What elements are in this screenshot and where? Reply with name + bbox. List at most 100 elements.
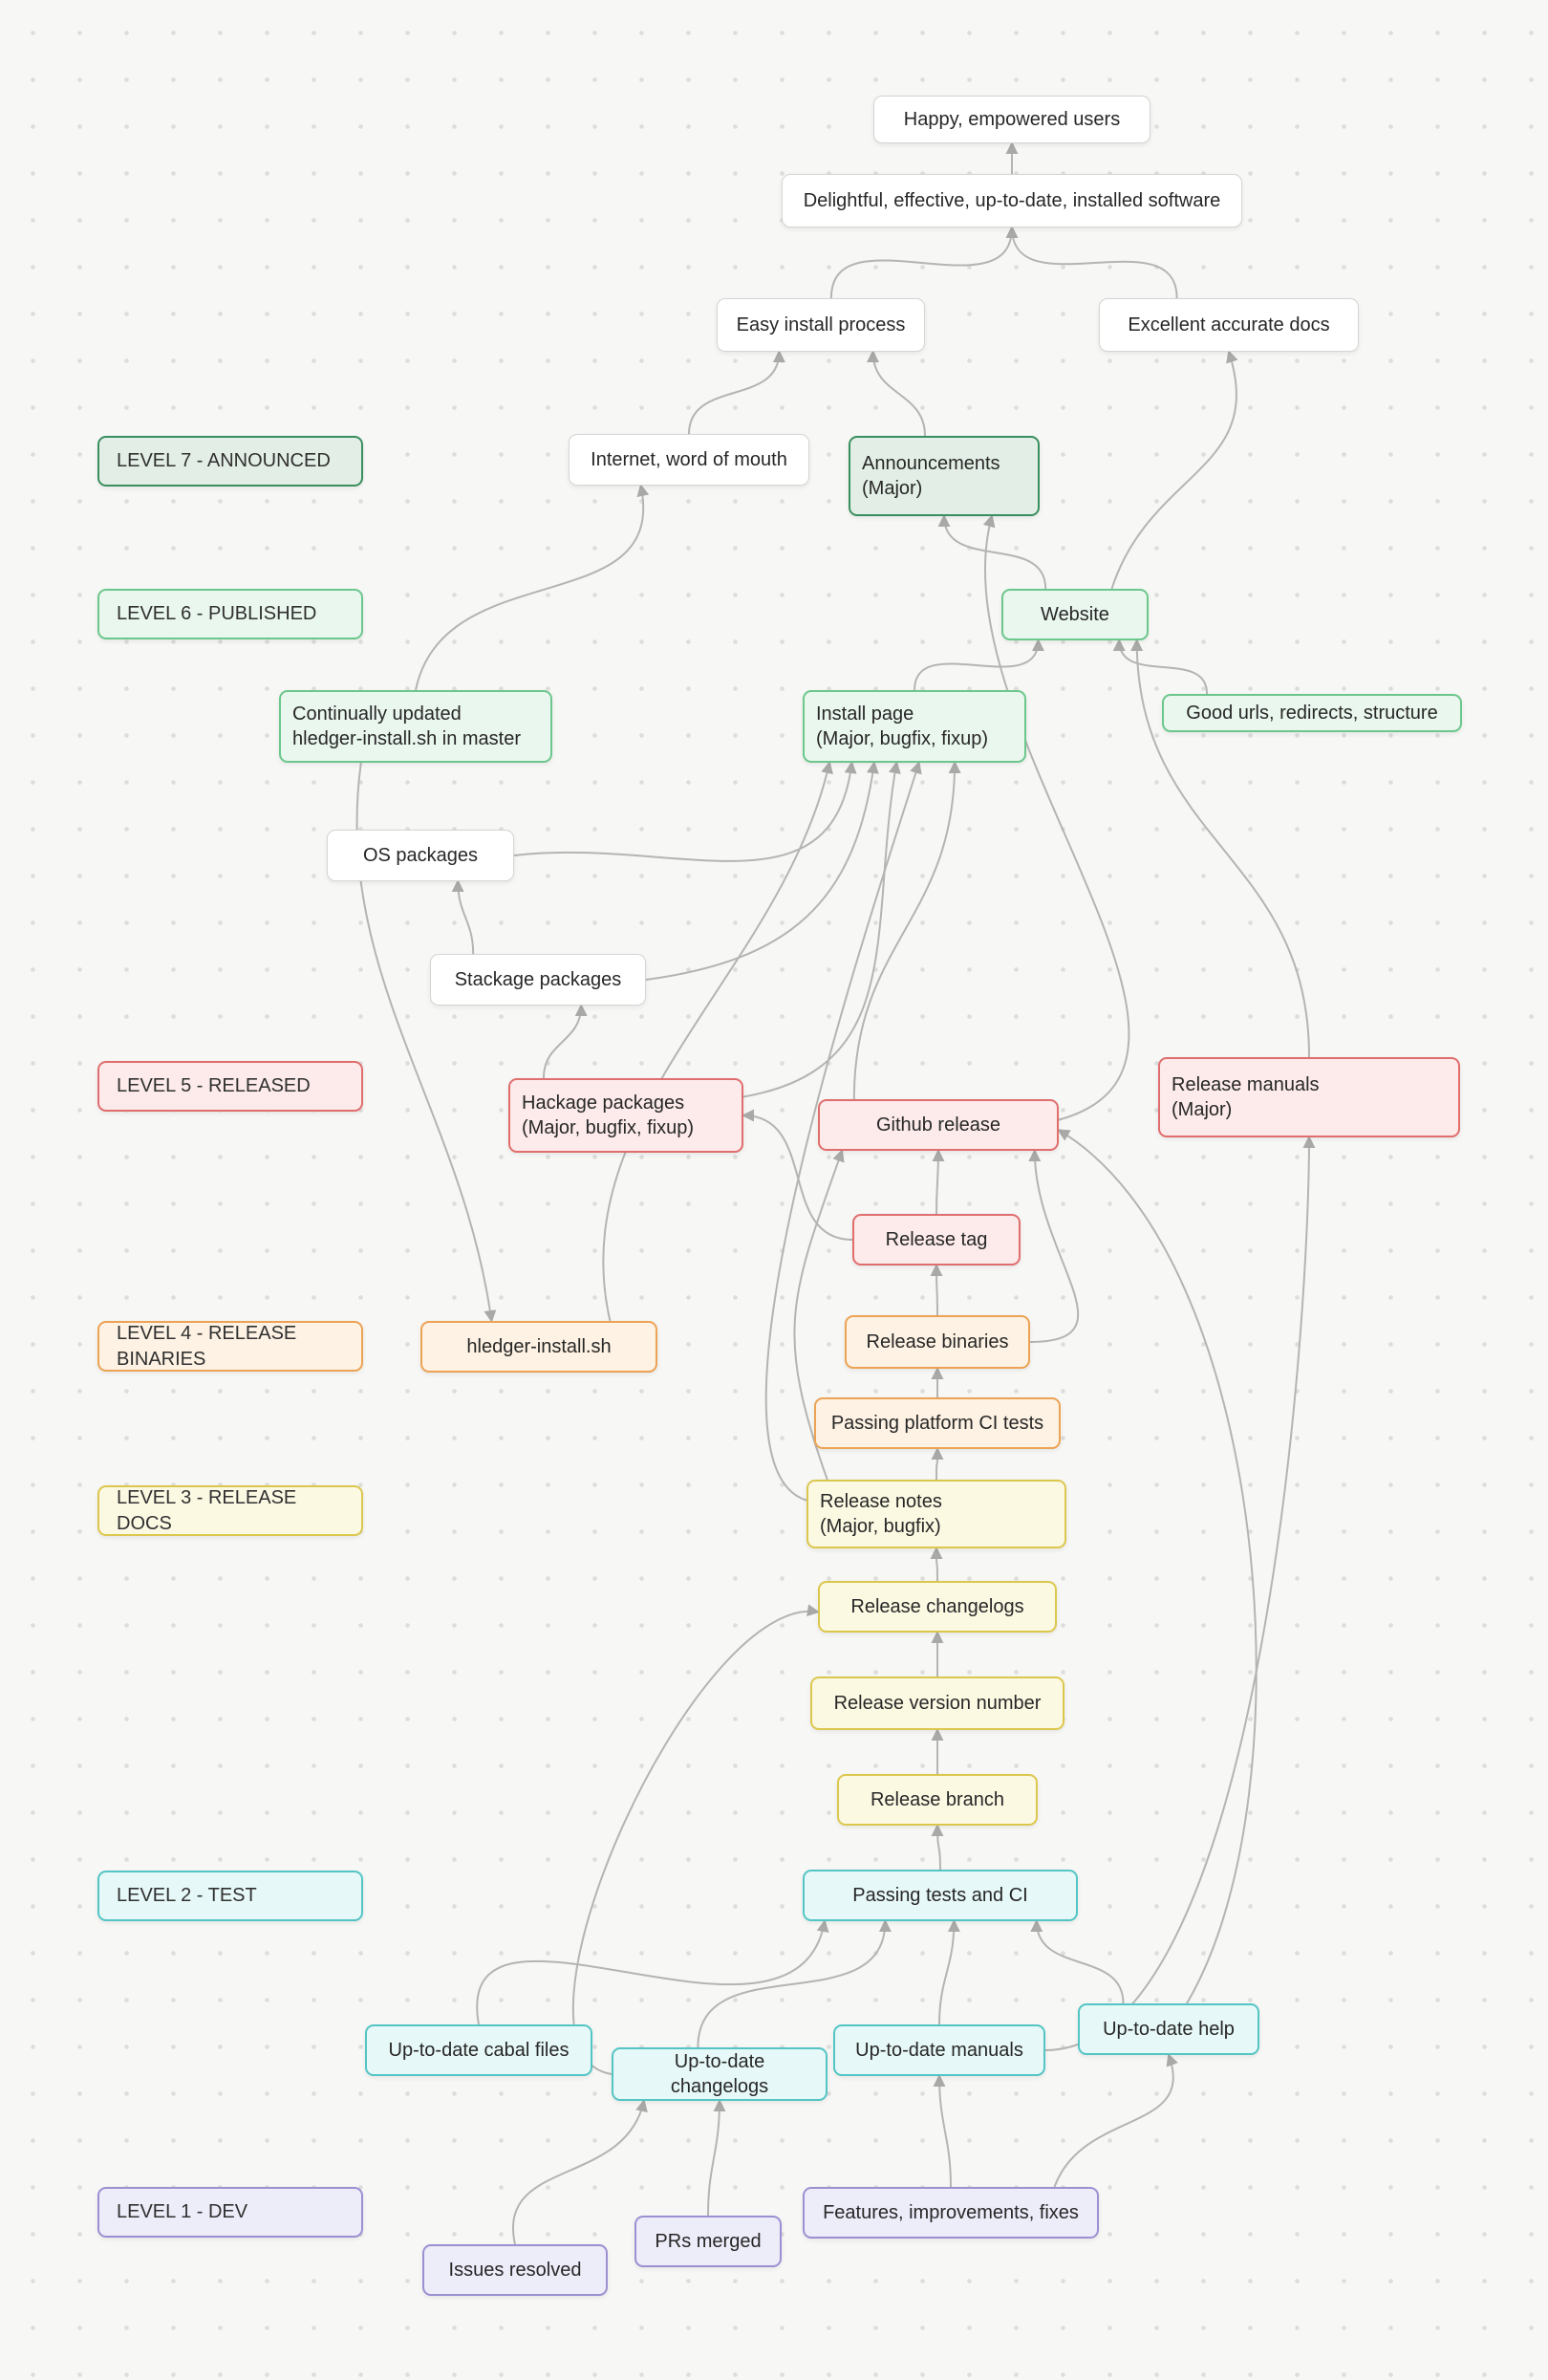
level-2-test-label[interactable]: LEVEL 2 - TEST [97,1871,363,1921]
node-prs-merged[interactable]: PRs merged [634,2216,782,2267]
node-release-tag[interactable]: Release tag [852,1214,1021,1266]
edge-installpage-to-website [914,638,1044,691]
node-label: Hackage packages [522,1092,685,1114]
node-label: Stackage packages [454,968,622,990]
level-6-published-label[interactable]: LEVEL 6 - PUBLISHED [97,589,363,639]
node-easy-install-process[interactable]: Easy install process [717,298,925,352]
node-website[interactable]: Website [1001,589,1149,640]
level-1-dev-label[interactable]: LEVEL 1 - DEV [97,2187,363,2238]
edge-internet-to-easy [688,350,785,435]
node-label: Release manuals [1172,1073,1320,1095]
level-7-announced-label[interactable]: LEVEL 7 - ANNOUNCED [97,436,363,487]
level-label: LEVEL 3 - RELEASE DOCS [117,1487,297,1534]
node-label: Up-to-date changelogs [670,2050,769,2097]
node-up-to-date-help[interactable]: Up-to-date help [1078,2003,1259,2055]
node-release-branch[interactable]: Release branch [837,1774,1038,1826]
edge-utdhelp-to-passingtests [1030,1919,1125,2004]
node-issues-resolved[interactable]: Issues resolved [422,2244,608,2296]
node-github-release[interactable]: Github release [818,1099,1059,1151]
node-label: Easy install process [736,314,906,335]
node-passing-platform-ci-tests[interactable]: Passing platform CI tests [814,1397,1061,1449]
edge-hackage-to-stackage [542,1004,588,1079]
node-excellent-accurate-docs[interactable]: Excellent accurate docs [1099,298,1359,352]
edge-docs-to-delightful [1005,226,1178,299]
level-label: LEVEL 7 - ANNOUNCED [117,450,331,472]
node-label: Up-to-date manuals [855,2039,1023,2061]
edge-easy-to-delightful [829,226,1019,299]
node-release-manuals[interactable]: Release manuals (Major) [1158,1057,1460,1137]
node-internet-word-of-mouth[interactable]: Internet, word of mouth [569,434,809,486]
node-up-to-date-changelogs[interactable]: Up-to-date changelogs [612,2047,828,2101]
node-install-page[interactable]: Install page (Major, bugfix, fixup) [803,690,1026,763]
node-passing-tests-and-ci[interactable]: Passing tests and CI [803,1870,1078,1921]
edge-hackage-to-installpage [742,761,901,1098]
edge-continually-to-internet [415,484,650,691]
node-up-to-date-manuals[interactable]: Up-to-date manuals [833,2024,1045,2076]
edge-utdmanuals-to-passingtests [938,1919,960,2025]
node-label: Release tag [885,1228,988,1250]
node-sublabel: (Major, bugfix, fixup) [522,1117,695,1138]
node-happy-users[interactable]: Happy, empowered users [873,96,1150,143]
node-label: Install page [816,703,914,725]
edge-hledgerinstall-to-installpage [602,761,833,1322]
node-label: Release binaries [866,1331,1009,1352]
node-installed-software[interactable]: Delightful, effective, up-to-date, insta… [782,174,1242,227]
level-3-release-docs-label[interactable]: LEVEL 3 - RELEASE DOCS [97,1485,363,1536]
edge-passingtests-to-relbranch [931,1824,944,1871]
edge-features-to-utdmanuals [933,2074,952,2188]
level-4-release-binaries-label[interactable]: LEVEL 4 - RELEASE BINARIES [97,1321,363,1372]
edge-relbinaries-to-github [1028,1149,1079,1343]
level-label: LEVEL 1 - DEV [117,2201,248,2223]
level-label: LEVEL 5 - RELEASED [117,1075,311,1097]
edge-relnotes-to-platformci [931,1447,944,1481]
node-release-changelogs[interactable]: Release changelogs [818,1581,1057,1633]
node-label: Delightful, effective, up-to-date, insta… [803,189,1221,211]
node-label: OS packages [362,844,479,866]
node-hackage-packages[interactable]: Hackage packages (Major, bugfix, fixup) [508,1078,743,1153]
node-label: Website [1041,603,1109,625]
node-label: Release branch [870,1788,1005,1810]
edge-prs-to-utdchangelogs [707,2099,726,2217]
node-hledger-install-sh[interactable]: hledger-install.sh [420,1321,657,1373]
node-stackage-packages[interactable]: Stackage packages [430,954,646,1006]
node-label: Good urls, redirects, structure [1186,702,1438,724]
node-release-binaries[interactable]: Release binaries [845,1315,1030,1369]
node-release-notes[interactable]: Release notes (Major, bugfix) [806,1480,1066,1548]
edge-stackage-to-ospackages [451,879,475,955]
node-label: Passing tests and CI [852,1884,1028,1906]
node-label: Internet, word of mouth [591,448,787,470]
edge-ospackages-to-installpage [513,761,857,862]
node-label: Announcements [862,452,1000,474]
node-label: Release notes [820,1490,942,1512]
edge-utdchangelogs-to-relchangelogs [571,1604,820,2075]
node-up-to-date-cabal-files[interactable]: Up-to-date cabal files [365,2024,592,2076]
level-5-released-label[interactable]: LEVEL 5 - RELEASED [97,1061,363,1112]
node-sublabel: (Major) [862,478,923,499]
node-label: Up-to-date cabal files [388,2039,570,2061]
edge-stackage-to-installpage [645,761,879,981]
node-label: Continually updated [292,703,462,725]
node-announcements[interactable]: Announcements (Major) [849,436,1040,516]
level-label: LEVEL 4 - RELEASE BINARIES [117,1323,297,1370]
node-label: Features, improvements, fixes [823,2201,1079,2223]
edge-relchangelogs-to-relnotes [930,1547,943,1582]
node-label: PRs merged [655,2230,762,2252]
edge-features-to-utdhelp [1053,2053,1178,2188]
node-label: Up-to-date help [1103,2018,1235,2040]
node-good-urls[interactable]: Good urls, redirects, structure [1162,694,1462,732]
node-label: Github release [875,1114,1001,1136]
node-release-version-number[interactable]: Release version number [810,1677,1064,1730]
node-label: Excellent accurate docs [1128,314,1330,335]
edge-utdhelp-to-github [1057,1129,1258,2004]
node-label: Release changelogs [850,1595,1024,1617]
node-os-packages[interactable]: OS packages [327,830,514,881]
node-features-improvements-fixes[interactable]: Features, improvements, fixes [803,2187,1099,2239]
node-sublabel: (Major, bugfix) [820,1516,941,1537]
node-sublabel: (Major, bugfix, fixup) [816,728,989,749]
node-sublabel: (Major) [1172,1099,1233,1120]
node-label: Issues resolved [448,2259,582,2281]
edge-github-to-installpage [852,761,961,1100]
